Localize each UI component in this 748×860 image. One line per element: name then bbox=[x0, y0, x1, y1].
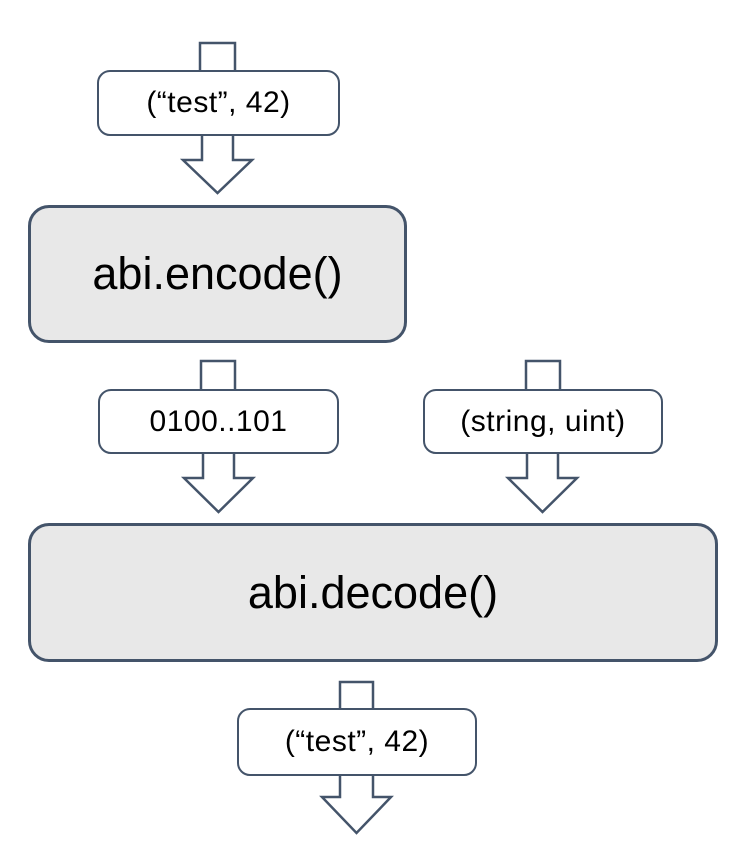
arrow-types-to-decode bbox=[504, 446, 581, 514]
node-encoded-bytes-label: 0100..101 bbox=[149, 404, 288, 438]
node-abi-decode-label: abi.decode() bbox=[247, 566, 499, 618]
arrow-output-down bbox=[319, 768, 394, 835]
node-input-tuple: (“test”, 42) bbox=[97, 70, 340, 136]
node-encoded-bytes: 0100..101 bbox=[98, 389, 339, 454]
node-abi-encode-label: abi.encode() bbox=[92, 248, 343, 299]
node-abi-encode: abi.encode() bbox=[28, 205, 407, 343]
node-type-signature: (string, uint) bbox=[423, 389, 663, 454]
node-type-signature-label: (string, uint) bbox=[460, 404, 626, 438]
node-abi-decode: abi.decode() bbox=[28, 523, 718, 662]
node-input-tuple-label: (“test”, 42) bbox=[146, 86, 291, 119]
arrow-encoded-to-decode bbox=[180, 446, 257, 514]
node-output-tuple: (“test”, 42) bbox=[237, 708, 477, 776]
node-output-tuple-label: (“test”, 42) bbox=[284, 725, 430, 758]
arrow-input-to-encode bbox=[179, 126, 256, 195]
